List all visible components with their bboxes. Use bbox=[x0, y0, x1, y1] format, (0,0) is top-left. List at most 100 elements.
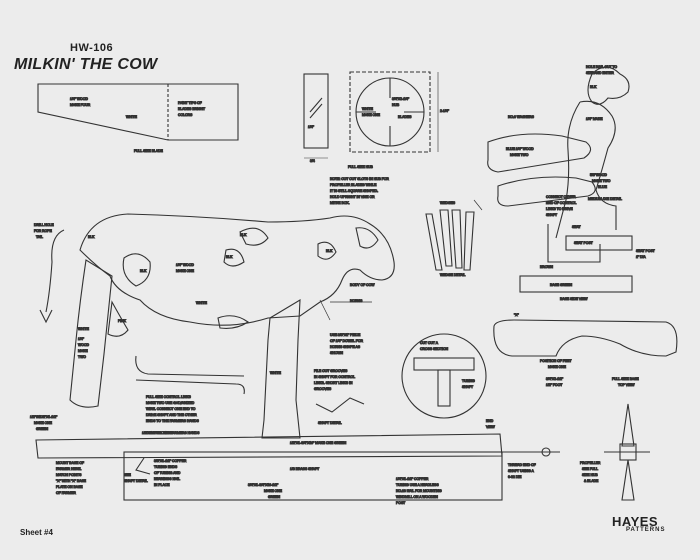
control-links: FULL SIZE CONTROL LINKS MAKE TWO USE GAL… bbox=[135, 355, 365, 436]
svg-text:1/2" FOOT: 1/2" FOOT bbox=[546, 383, 562, 387]
svg-text:BODY OF COW: BODY OF COW bbox=[350, 283, 375, 287]
support-lines bbox=[319, 199, 483, 321]
svg-text:WINDMILL ON A WOODEN: WINDMILL ON A WOODEN bbox=[396, 495, 438, 499]
svg-text:BEARINGS NAIL: BEARINGS NAIL bbox=[154, 477, 180, 481]
svg-text:SEAT POST: SEAT POST bbox=[636, 249, 655, 253]
svg-text:BLUE 1/4" WOOD: BLUE 1/4" WOOD bbox=[506, 147, 534, 151]
svg-text:GREEN: GREEN bbox=[268, 495, 281, 499]
svg-text:1/8 BRASS SHAFT: 1/8 BRASS SHAFT bbox=[290, 467, 319, 471]
svg-text:1/4"X1-1/2" COPPER: 1/4"X1-1/2" COPPER bbox=[396, 477, 429, 481]
propeller-hub: WHITE MAKE ONE 3/4"X2-1/4" HUB BLADES FU… bbox=[329, 71, 450, 206]
svg-text:TOP VIEW: TOP VIEW bbox=[618, 383, 635, 387]
blade-pattern: 1/4" WOOD MAKE FOUR WHITE PAINT TIPS OF … bbox=[37, 83, 239, 154]
svg-text:CONNECT OTHER: CONNECT OTHER bbox=[546, 195, 576, 199]
svg-text:MAKE TWO: MAKE TWO bbox=[592, 179, 611, 183]
brand-logo: HAYES PATTERNS bbox=[612, 514, 684, 533]
svg-text:WHITE: WHITE bbox=[126, 115, 138, 119]
svg-text:ENDS TO THE FARMERS HANDS: ENDS TO THE FARMERS HANDS bbox=[146, 419, 199, 423]
svg-text:DRILL HOLE: DRILL HOLE bbox=[34, 223, 54, 227]
svg-text:1/4" WOOD: 1/4" WOOD bbox=[176, 263, 194, 267]
svg-text:BLK: BLK bbox=[140, 269, 147, 273]
svg-text:5/8"WOOD: 5/8"WOOD bbox=[590, 173, 607, 177]
base-top-view: POSITION OF FEET MAKE ONE 3/4"X2-1/2" 1/… bbox=[493, 312, 678, 388]
svg-text:USE 3/8"X1" PIECE: USE 3/8"X1" PIECE bbox=[330, 333, 361, 337]
sheet-number: Sheet #4 bbox=[20, 528, 53, 537]
wedge-detail: WEDGES WEDGE DETAIL bbox=[425, 200, 475, 278]
svg-text:2-1/4": 2-1/4" bbox=[440, 109, 450, 113]
svg-text:FOR ROPE: FOR ROPE bbox=[34, 229, 52, 233]
svg-text:IN PLACE: IN PLACE bbox=[154, 483, 170, 487]
svg-text:1/4": 1/4" bbox=[308, 125, 315, 129]
svg-text:SEE FULL: SEE FULL bbox=[582, 467, 598, 471]
svg-text:1/4" MAKE: 1/4" MAKE bbox=[586, 117, 603, 121]
svg-text:POST: POST bbox=[396, 501, 405, 505]
svg-text:3/4"X1-3/4"X10-1/2": 3/4"X1-3/4"X10-1/2" bbox=[248, 483, 279, 487]
svg-text:MAKE ONE: MAKE ONE bbox=[548, 365, 567, 369]
svg-text:NO.6 WASHERS: NO.6 WASHERS bbox=[508, 115, 535, 119]
svg-text:FULL SIZE HUB: FULL SIZE HUB bbox=[348, 165, 373, 169]
svg-text:PROPELLER: PROPELLER bbox=[580, 461, 601, 465]
svg-text:CUT OUT A: CUT OUT A bbox=[420, 341, 439, 345]
svg-text:OF 1/4" DOWEL FOR: OF 1/4" DOWEL FOR bbox=[330, 339, 363, 343]
svg-text:TUBING USE A HEADLESS: TUBING USE A HEADLESS bbox=[396, 483, 439, 487]
svg-text:MOUNT BASE OF: MOUNT BASE OF bbox=[56, 461, 84, 465]
svg-text:SIZE AND ENTER: SIZE AND ENTER bbox=[586, 71, 614, 75]
brand-sub: PATTERNS bbox=[626, 527, 666, 533]
svg-text:THREAD END OF: THREAD END OF bbox=[508, 463, 536, 467]
svg-text:HORNS: HORNS bbox=[350, 299, 363, 303]
svg-text:FULL SIZE BASE: FULL SIZE BASE bbox=[612, 377, 639, 381]
svg-text:LINKS TO DRIVE: LINKS TO DRIVE bbox=[546, 207, 573, 211]
svg-text:TUBING: TUBING bbox=[462, 379, 475, 383]
svg-text:PINK: PINK bbox=[118, 319, 127, 323]
svg-text:WHITE: WHITE bbox=[196, 301, 208, 305]
svg-text:COLORS: COLORS bbox=[178, 113, 193, 117]
svg-text:SHOWN: SHOWN bbox=[330, 351, 344, 355]
svg-text:WEDGE DETAIL: WEDGE DETAIL bbox=[440, 273, 465, 277]
svg-text:"X": "X" bbox=[514, 313, 519, 317]
svg-text:FARMER HERE.: FARMER HERE. bbox=[56, 467, 81, 471]
svg-text:VIEW: VIEW bbox=[486, 425, 495, 429]
svg-text:OF TUBING AND: OF TUBING AND bbox=[154, 471, 181, 475]
svg-text:3/8"X1-1/2" COPPER: 3/8"X1-1/2" COPPER bbox=[154, 459, 187, 463]
svg-text:SHAFT USING A: SHAFT USING A bbox=[508, 469, 534, 473]
holder-piece: 3/4 1/4" bbox=[303, 73, 329, 164]
svg-text:BASE SIDE VIEW: BASE SIDE VIEW bbox=[560, 297, 588, 301]
svg-text:1/4": 1/4" bbox=[78, 337, 85, 341]
svg-text:WHITE: WHITE bbox=[270, 371, 282, 375]
svg-text:BROWN: BROWN bbox=[540, 265, 554, 269]
svg-text:HUB: HUB bbox=[392, 103, 400, 107]
svg-text:SEAT POST: SEAT POST bbox=[574, 241, 593, 245]
svg-text:SHAFT: SHAFT bbox=[462, 385, 473, 389]
svg-text:1/2"X1/4" TO THE FARMERS HANDS: 1/2"X1/4" TO THE FARMERS HANDS bbox=[142, 431, 200, 435]
svg-text:DRIVE SHAFT AND THE OTHER: DRIVE SHAFT AND THE OTHER bbox=[146, 413, 197, 417]
svg-text:6-32 DIE: 6-32 DIE bbox=[508, 475, 522, 479]
brand-name: HAYES bbox=[612, 514, 659, 529]
svg-text:HOLE NAIL CUT TO: HOLE NAIL CUT TO bbox=[586, 65, 617, 69]
svg-text:LINKS. SHORT LINKS IN: LINKS. SHORT LINKS IN bbox=[314, 381, 353, 385]
long-base: 1/2"X1-3/4"X10" MAKE ONE GREEN 1/8 BRASS… bbox=[29, 414, 560, 506]
svg-text:HOLD UPRIGHT IN VISE OR: HOLD UPRIGHT IN VISE OR bbox=[330, 195, 375, 199]
svg-text:GROOVES: GROOVES bbox=[314, 387, 332, 391]
svg-text:3/4: 3/4 bbox=[310, 159, 315, 163]
svg-text:MAKE ONE: MAKE ONE bbox=[176, 269, 195, 273]
svg-text:WIRE. CONNECT ONE END TO: WIRE. CONNECT ONE END TO bbox=[146, 407, 196, 411]
svg-text:WHITE: WHITE bbox=[78, 327, 90, 331]
svg-text:MAKE FOUR: MAKE FOUR bbox=[70, 103, 91, 107]
svg-text:3/4"X2-1/2": 3/4"X2-1/2" bbox=[546, 377, 564, 381]
svg-text:POSITION OF FEET: POSITION OF FEET bbox=[540, 359, 571, 363]
svg-text:MAKE ONE: MAKE ONE bbox=[264, 489, 283, 493]
pattern-code: HW-106 bbox=[70, 42, 114, 54]
svg-text:FULL SIZE CONTROL LINKS: FULL SIZE CONTROL LINKS bbox=[146, 395, 192, 399]
svg-text:1" DIA: 1" DIA bbox=[636, 255, 646, 259]
svg-text:SEAT: SEAT bbox=[572, 225, 581, 229]
svg-text:3/4"X2-1/4": 3/4"X2-1/4" bbox=[392, 97, 410, 101]
svg-text:PROPELLER BLADES WHILE: PROPELLER BLADES WHILE bbox=[330, 183, 377, 187]
svg-text:SHAFT: SHAFT bbox=[546, 213, 557, 217]
svg-text:MAKE TWO USE GALVANIZED: MAKE TWO USE GALVANIZED bbox=[146, 401, 195, 405]
svg-text:HORNS SHAPE AS: HORNS SHAPE AS bbox=[330, 345, 361, 349]
svg-text:"X" WITH "X" BASE: "X" WITH "X" BASE bbox=[56, 479, 87, 483]
svg-text:PLATE ON BASE: PLATE ON BASE bbox=[56, 485, 83, 489]
propeller-side: PROPELLER SEE FULL SIZE HUB & BLADE bbox=[579, 403, 650, 501]
svg-text:1/4" WOOD: 1/4" WOOD bbox=[70, 97, 88, 101]
